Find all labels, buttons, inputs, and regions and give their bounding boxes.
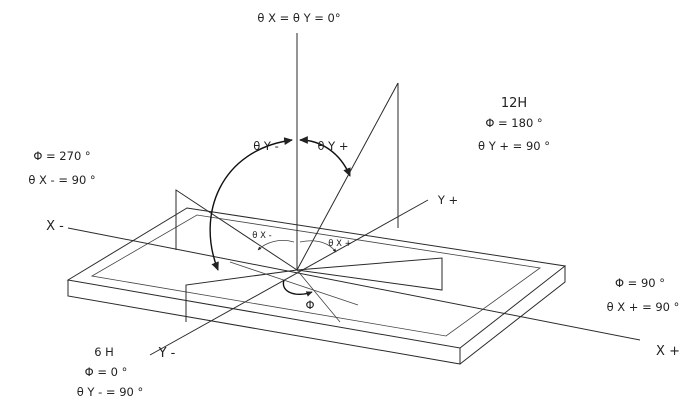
- arc-theta-x-plus: [299, 240, 337, 253]
- label-phi-0: Φ = 0 °: [85, 365, 128, 379]
- label-12h: 12H: [501, 96, 527, 111]
- label-theta-y-minus: θ Y -: [253, 139, 279, 153]
- label-top: θ X = θ Y = 0°: [257, 11, 340, 25]
- labels: θ X = θ Y = 0° 12H Φ = 180 ° θ Y + = 90 …: [28, 11, 680, 399]
- label-theta-x-plus-90: θ X + = 90 °: [607, 300, 680, 314]
- label-phi-90: Φ = 90 °: [615, 276, 665, 290]
- plane-6h: [185, 269, 298, 322]
- label-y-minus: Y -: [158, 346, 176, 361]
- label-theta-y-minus-90: θ Y - = 90 °: [77, 385, 144, 399]
- label-x-minus: X -: [46, 219, 64, 234]
- panel-top-face: [66, 207, 567, 349]
- label-phi: Φ: [305, 298, 314, 312]
- plane-270: [175, 189, 298, 271]
- plane-12h: [296, 82, 399, 271]
- label-y-plus: Y +: [437, 193, 458, 207]
- label-x-plus: X +: [656, 344, 680, 359]
- viewing-planes: [175, 82, 443, 323]
- plane-90: [296, 257, 443, 291]
- arc-theta-x-minus: [257, 240, 295, 251]
- axes: [67, 33, 641, 356]
- label-phi-180: Φ = 180 °: [485, 116, 542, 130]
- label-6h: 6 H: [94, 345, 114, 359]
- x-axis: [67, 227, 641, 341]
- arc-theta-y-plus: [299, 136, 351, 177]
- panel-bezel: [90, 214, 542, 337]
- panel-front-edge: [67, 280, 461, 365]
- label-phi-270: Φ = 270 °: [33, 149, 90, 163]
- angle-arcs: [209, 136, 351, 297]
- panel-right-edge: [459, 266, 566, 365]
- diag-line-2: [296, 269, 341, 323]
- label-theta-y-plus-90: θ Y + = 90 °: [478, 139, 550, 153]
- label-theta-x-minus-small: θ X -: [252, 231, 272, 241]
- arc-phi: [282, 279, 313, 297]
- y-axis: [149, 199, 429, 356]
- label-theta-x-plus-small: θ X +: [328, 239, 352, 249]
- display-panel: [66, 207, 567, 365]
- arc-theta-y-minus: [209, 137, 293, 271]
- label-theta-x-minus-90: θ X - = 90 °: [28, 173, 95, 187]
- label-theta-y-plus: θ Y +: [317, 139, 348, 153]
